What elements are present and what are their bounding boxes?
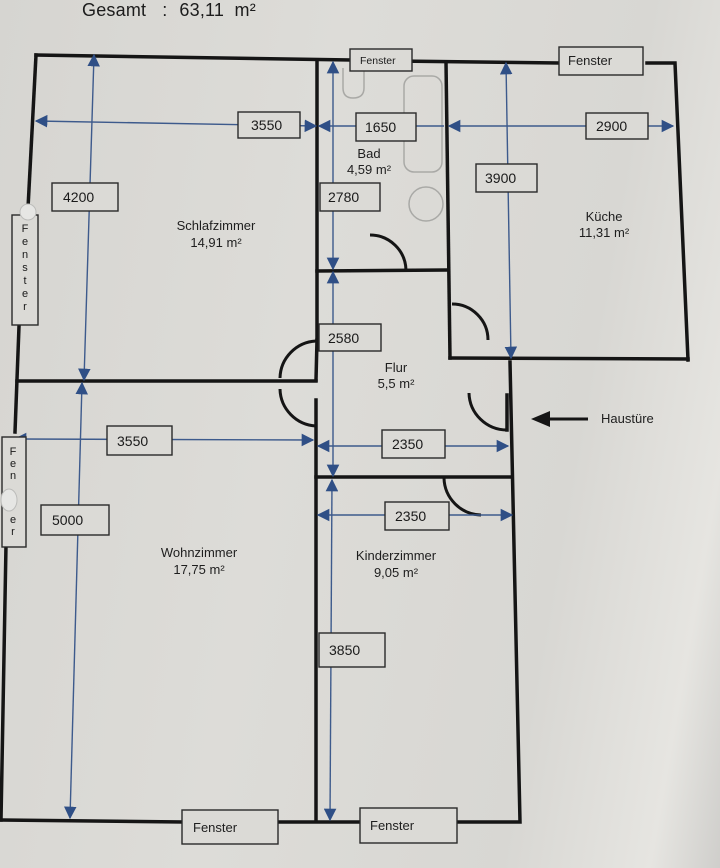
room-name-schlafzimmer: Schlafzimmer <box>177 218 256 233</box>
room-name-bad: Bad <box>357 146 380 161</box>
svg-text:s: s <box>22 262 28 274</box>
room-name-kinderzimmer: Kinderzimmer <box>356 548 437 563</box>
room-area-wohnzimmer: 17,75 m² <box>173 562 225 577</box>
svg-text:t: t <box>23 275 26 287</box>
dim-living-width: 3550 <box>106 425 173 456</box>
svg-text:e: e <box>22 236 28 248</box>
window-wohnzimmer-bottom: Fenster <box>181 809 279 845</box>
dim-bath-width: 1650 <box>355 112 417 142</box>
bath-door <box>369 233 408 271</box>
window-wohnzimmer-left: F e n e r <box>0 436 27 548</box>
svg-text:e: e <box>10 514 16 526</box>
dimension-labels: 3550 4200 1650 2780 2900 3900 2580 2350 <box>40 111 649 668</box>
svg-text:F: F <box>22 223 29 235</box>
dim-bedroom-width: 3550 <box>237 111 301 139</box>
window-kueche-top: Fenster <box>558 46 644 76</box>
outer-wall-top-mid <box>394 59 560 65</box>
svg-text:r: r <box>11 526 15 538</box>
svg-text:Fenster: Fenster <box>568 53 613 68</box>
kitchen-door <box>451 302 490 341</box>
svg-text:1650: 1650 <box>365 119 396 135</box>
dim-hall-depth: 2580 <box>318 323 382 352</box>
room-area-bad: 4,59 m² <box>347 162 392 177</box>
room-labels: Schlafzimmer 14,91 m² Bad 4,59 m² Küche … <box>161 146 630 580</box>
room-area-kinderzimmer: 9,05 m² <box>374 565 419 580</box>
dim-hall-width: 2350 <box>381 429 446 459</box>
dim-line-kitchen-depth <box>499 61 518 360</box>
dim-bath-depth: 2780 <box>319 182 381 212</box>
svg-text:2780: 2780 <box>328 189 359 205</box>
dim-line-bedroom-depth <box>78 53 100 382</box>
window-kinderzimmer-bottom: Fenster <box>359 807 458 844</box>
svg-text:n: n <box>22 249 28 261</box>
entrance-label: Haustüre <box>601 411 654 426</box>
svg-text:r: r <box>23 301 27 313</box>
total-area-header: Gesamt:63,11 m² <box>82 0 256 21</box>
windows: Fenster Fenster F e n s t e r F e n e r <box>0 46 644 845</box>
outer-wall-bottom-right <box>456 360 522 824</box>
svg-text:2350: 2350 <box>392 436 423 452</box>
dim-line-living-depth <box>64 381 88 820</box>
outer-wall-left-upper <box>26 53 38 210</box>
entrance-marker: Haustüre <box>531 411 654 427</box>
outer-wall-top-left <box>34 53 352 62</box>
dim-kitchen-width: 2900 <box>585 112 649 140</box>
bath-bottom-wall <box>315 268 448 273</box>
bath-hall-wall-upper <box>314 338 319 382</box>
svg-text:3850: 3850 <box>329 642 360 658</box>
svg-text:e: e <box>22 288 28 300</box>
outer-wall-left-lower <box>0 543 8 822</box>
room-name-wohnzimmer: Wohnzimmer <box>161 545 238 560</box>
svg-text:3900: 3900 <box>485 170 516 186</box>
entrance-door <box>467 392 508 432</box>
svg-text:Fenster: Fenster <box>193 820 238 835</box>
dim-kids-depth: 3850 <box>318 632 386 668</box>
kitchen-bottom-wall <box>448 356 690 361</box>
outer-wall-top-right <box>645 61 690 362</box>
room-area-schlafzimmer: 14,91 m² <box>190 235 242 250</box>
svg-text:Fenster: Fenster <box>370 818 415 833</box>
svg-text:2350: 2350 <box>395 508 426 524</box>
room-area-kueche: 11,31 m² <box>579 225 630 240</box>
outer-wall-bottom-left <box>0 818 184 824</box>
svg-text:3550: 3550 <box>251 117 282 133</box>
svg-text:5000: 5000 <box>52 512 83 528</box>
entrance-arrow-icon <box>531 411 550 427</box>
kitchen-left-wall <box>444 60 452 360</box>
walls <box>0 53 690 824</box>
sink-icon <box>408 186 444 222</box>
dim-kids-width: 2350 <box>384 501 450 531</box>
svg-text:n: n <box>10 470 16 482</box>
dim-living-depth: 5000 <box>40 504 110 536</box>
room-name-kueche: Küche <box>586 209 623 224</box>
svg-text:e: e <box>10 458 16 470</box>
svg-text:2580: 2580 <box>328 330 359 346</box>
svg-text:Fenster: Fenster <box>360 55 396 67</box>
separator: : <box>162 0 168 20</box>
window-schlafzimmer-left: F e n s t e r <box>11 203 39 326</box>
window-bad-top: Fenster <box>349 48 413 72</box>
living-door <box>278 388 317 428</box>
doors <box>278 233 509 517</box>
svg-text:4200: 4200 <box>63 189 94 205</box>
svg-text:F: F <box>10 446 17 458</box>
dim-kitchen-depth: 3900 <box>475 163 538 193</box>
bedroom-door <box>278 339 317 379</box>
svg-text:2900: 2900 <box>596 118 627 134</box>
total-unit: m² <box>234 0 256 20</box>
room-name-flur: Flur <box>385 360 408 375</box>
dim-bedroom-depth: 4200 <box>51 182 119 212</box>
svg-text:3550: 3550 <box>117 433 148 449</box>
toilet-icon <box>342 68 365 99</box>
room-area-flur: 5,5 m² <box>378 376 416 391</box>
total-value: 63,11 <box>179 0 225 20</box>
total-label: Gesamt <box>82 0 147 20</box>
